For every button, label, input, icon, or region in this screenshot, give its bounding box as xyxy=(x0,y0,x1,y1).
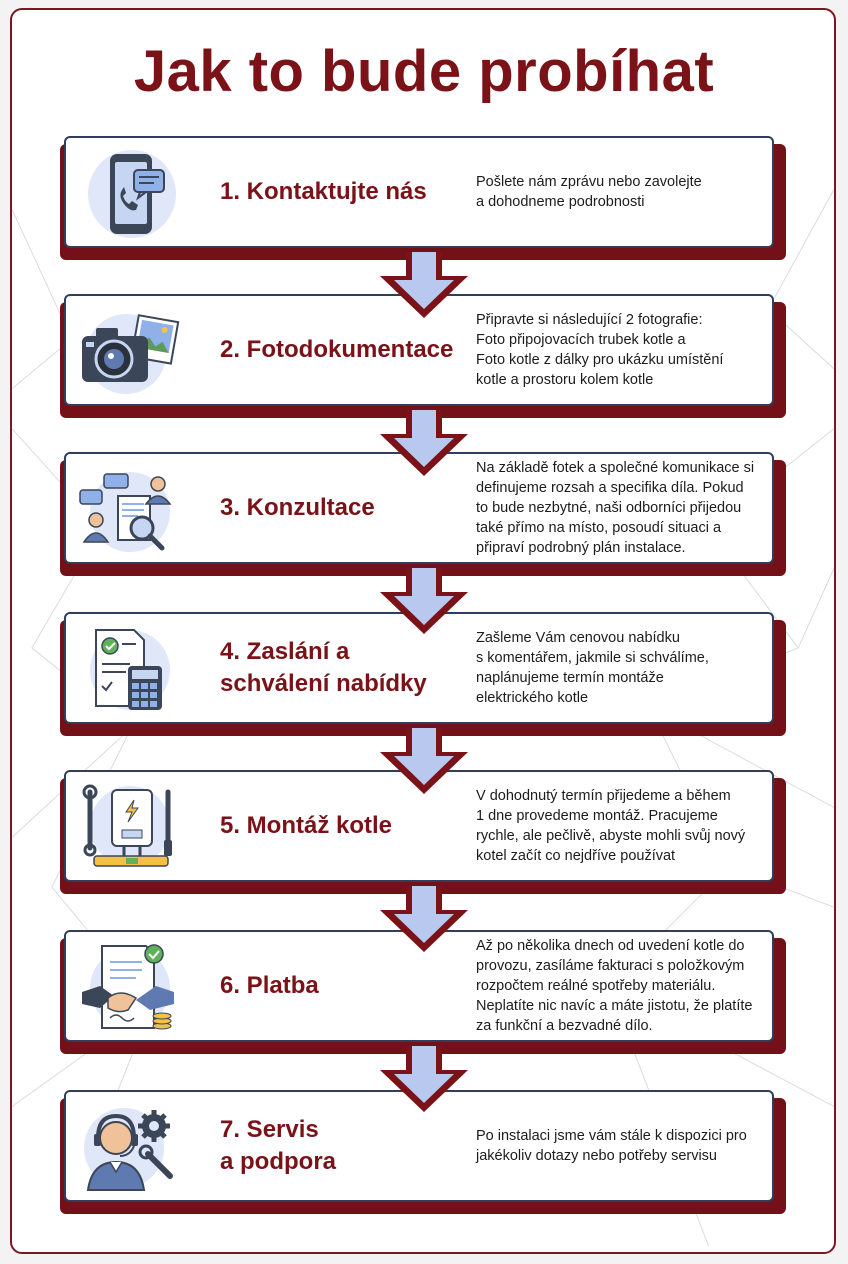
phone-chat-icon xyxy=(88,150,176,238)
step-4: 4. Zaslání a schválení nabídky Zašleme V… xyxy=(56,612,786,736)
step-1-description: Pošlete nám zprávu nebo zavolejte a doho… xyxy=(476,174,702,210)
step-3-description: Na základě fotek a společné komunikace s… xyxy=(476,460,755,556)
step-4-description: Zašleme Vám cenovou nabídku s komentářem… xyxy=(476,630,709,706)
boiler-tools-icon xyxy=(82,784,172,867)
step-1: 1. Kontaktujte nás Pošlete nám zprávu ne… xyxy=(56,136,786,260)
step-2-heading: 2. Fotodokumentace xyxy=(220,335,454,363)
step-5: 5. Montáž kotle V dohodnutý termín přije… xyxy=(56,770,786,894)
down-arrow-6 xyxy=(380,1046,468,1112)
step-3-heading: 3. Konzultace xyxy=(220,493,375,521)
down-arrow-3 xyxy=(380,568,468,634)
support-agent-icon xyxy=(84,1108,173,1191)
step-6-description: Až po několika dnech od uvedení kotle do… xyxy=(476,938,753,1034)
down-arrow-4 xyxy=(380,728,468,794)
step-6: 6. Platba Až po několika dnech od uveden… xyxy=(56,930,786,1054)
step-5-description: V dohodnutý termín přijedeme a během 1 d… xyxy=(476,788,746,864)
down-arrow-5 xyxy=(380,886,468,952)
handshake-invoice-icon xyxy=(82,944,174,1030)
step-4-heading: 4. Zaslání a schválení nabídky xyxy=(220,637,427,697)
quote-calculator-icon xyxy=(90,629,170,710)
camera-photo-icon xyxy=(82,314,180,394)
page-title: Jak to bude probíhat xyxy=(133,39,715,104)
step-5-heading: 5. Montáž kotle xyxy=(220,811,393,839)
consultation-icon xyxy=(79,472,172,552)
step-7-heading: 7. Servis a podpora xyxy=(220,1115,337,1175)
down-arrow-2 xyxy=(380,410,468,476)
step-3: 3. Konzultace Na základě fotek a společn… xyxy=(56,452,786,576)
down-arrow-1 xyxy=(380,252,468,318)
step-2-description: Připravte si následující 2 fotografie: F… xyxy=(476,312,724,388)
step-2: 2. Fotodokumentace Připravte si následuj… xyxy=(56,294,786,418)
step-7-description: Po instalaci jsme vám stále k dispozici … xyxy=(476,1128,747,1164)
step-1-heading: 1. Kontaktujte nás xyxy=(220,177,427,205)
step-6-heading: 6. Platba xyxy=(220,971,319,999)
